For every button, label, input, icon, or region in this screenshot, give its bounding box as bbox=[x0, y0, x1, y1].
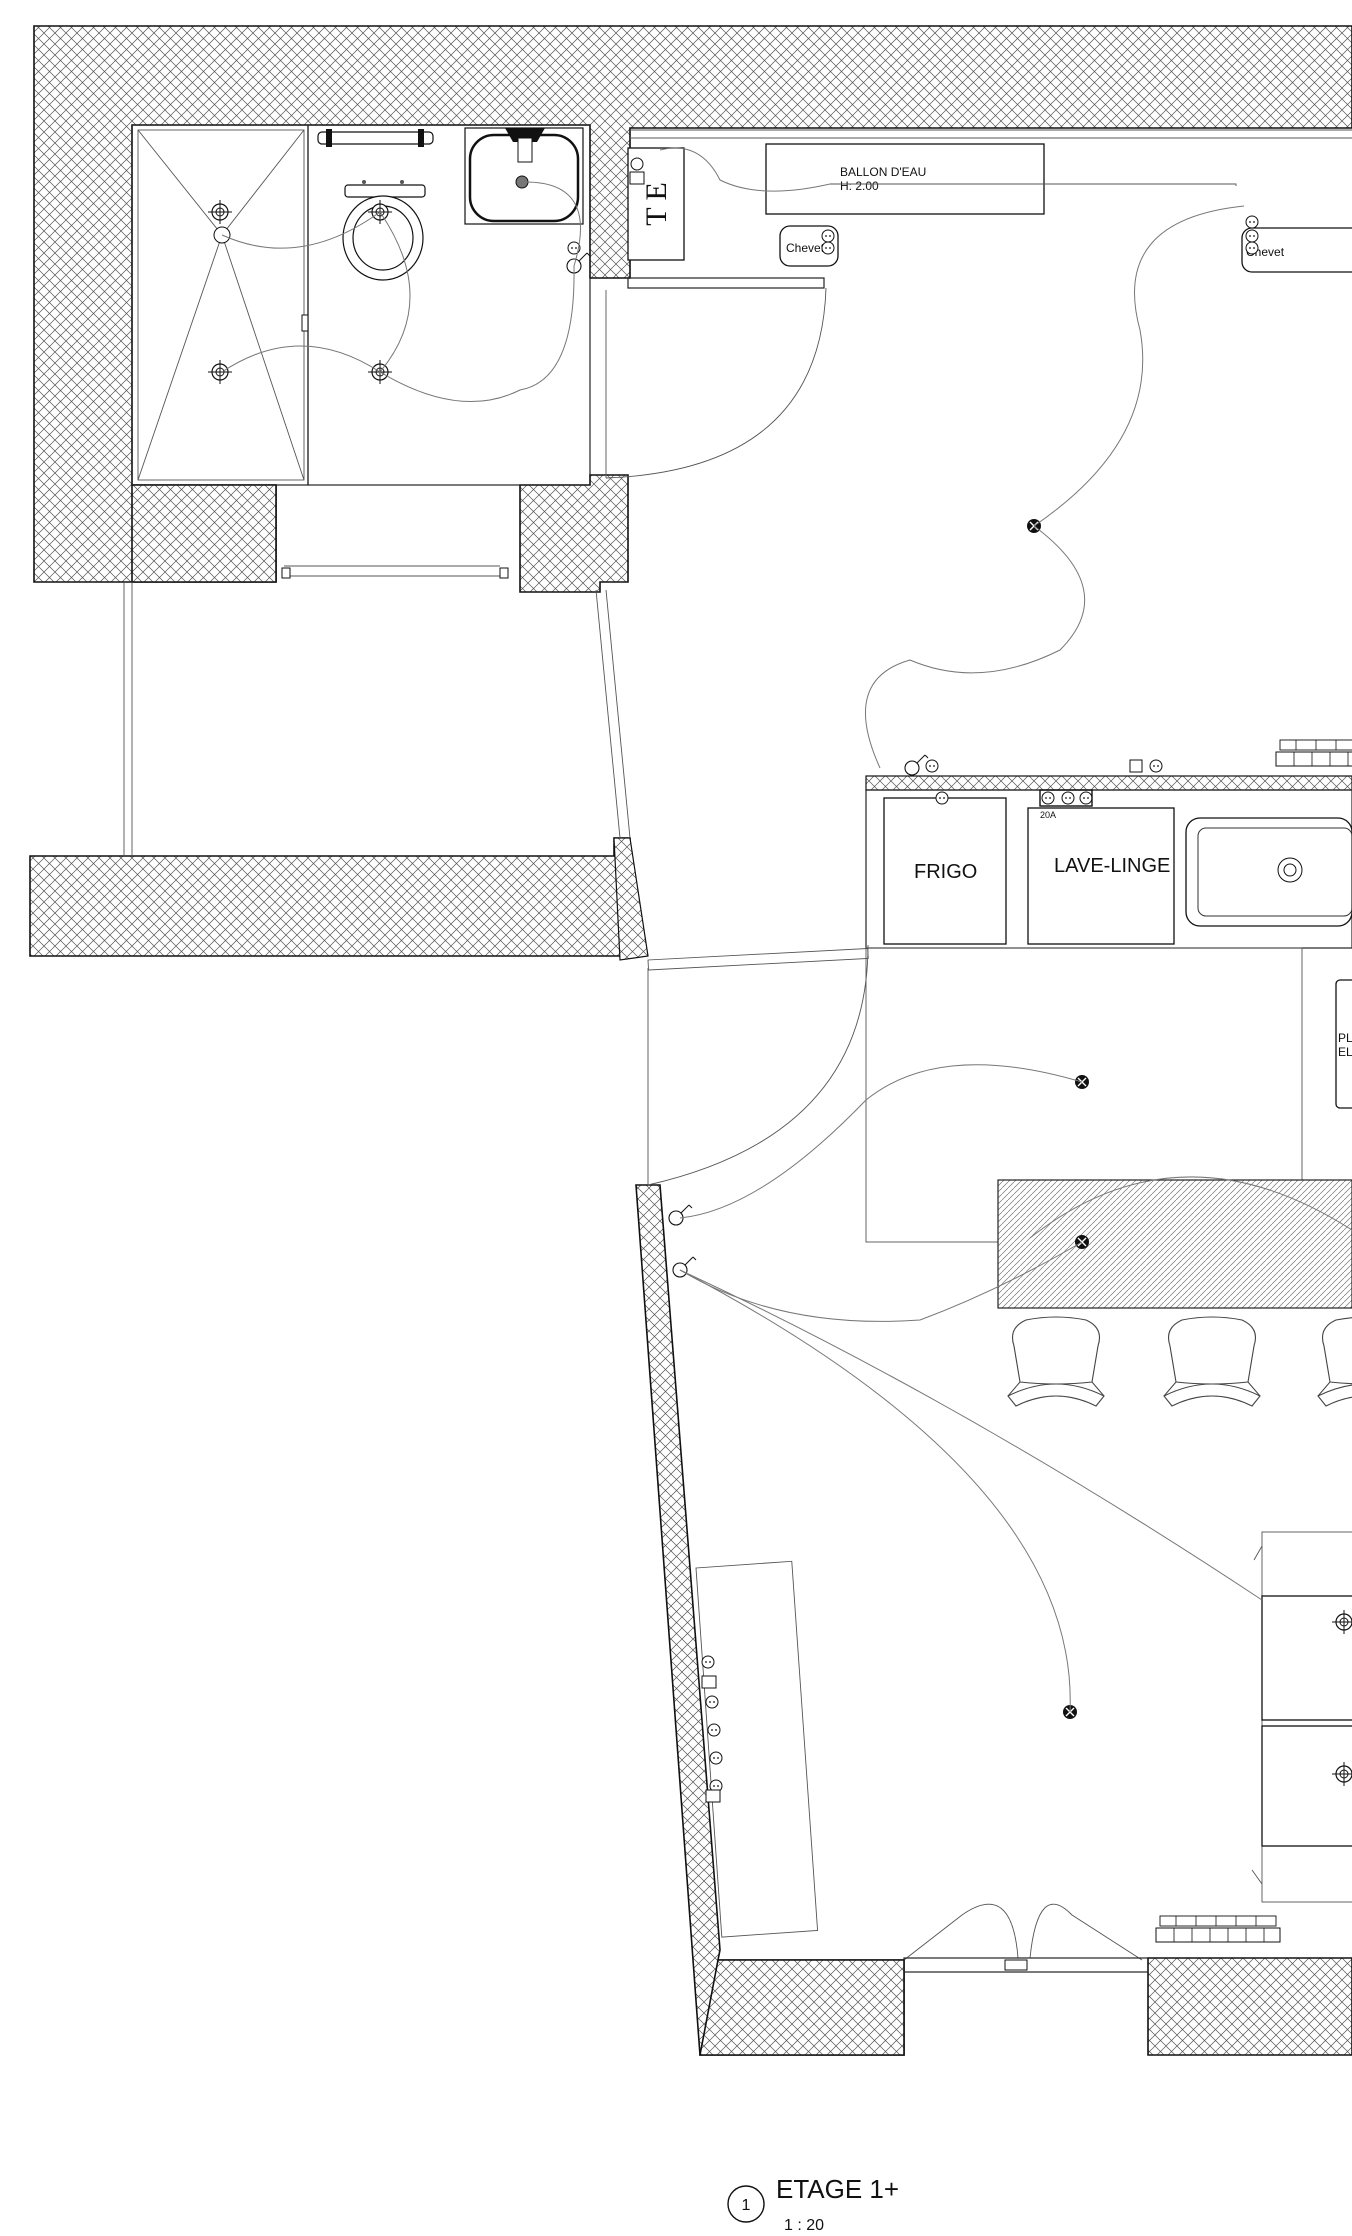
light-shower-bottom bbox=[207, 359, 233, 385]
cooktop-label-2: EL bbox=[1338, 1045, 1352, 1059]
wall-bottom-left bbox=[699, 1959, 905, 2056]
door-kitchen bbox=[647, 944, 869, 1186]
te-label: T E bbox=[640, 182, 673, 226]
switch-kitchen bbox=[904, 754, 929, 776]
kitchen-island bbox=[997, 1179, 1352, 1309]
outlet-chevet-left-2 bbox=[821, 241, 835, 255]
outlet-chevet-left-1 bbox=[821, 229, 835, 243]
washbasin bbox=[464, 127, 584, 225]
water-heater-height: H: 2.00 bbox=[840, 179, 879, 193]
corridor-top-shelf bbox=[627, 277, 825, 289]
bed-partial bbox=[1251, 1531, 1352, 1903]
radiator-kitchen bbox=[1275, 739, 1352, 767]
outlet-wm-1 bbox=[1041, 791, 1055, 805]
wc-room-outline bbox=[307, 124, 591, 486]
switch-corridor-1 bbox=[668, 1204, 693, 1226]
outlet-kitchen-wall bbox=[1149, 759, 1163, 773]
chevet-left-label: Chevet bbox=[786, 241, 825, 255]
bedside-right: Chevet bbox=[1241, 227, 1352, 273]
stool-1 bbox=[1007, 1316, 1105, 1407]
title-block: 1 ETAGE 1+ 1 : 20 bbox=[727, 2174, 899, 2234]
wall-slant-lower bbox=[635, 1184, 905, 2056]
door-bedroom bbox=[605, 287, 827, 479]
stool-2 bbox=[1163, 1316, 1261, 1407]
outlet-corridor bbox=[925, 759, 939, 773]
door-bottom-right bbox=[1029, 1903, 1143, 1961]
outlet-chevet-right-3 bbox=[1245, 241, 1259, 255]
outlet-chevet-right-1 bbox=[1245, 215, 1259, 229]
stool-3 bbox=[1317, 1316, 1352, 1407]
wall-mid-left bbox=[29, 837, 631, 957]
outlet-living-3 bbox=[707, 1723, 721, 1737]
outlet-wm-2 bbox=[1061, 791, 1075, 805]
title-text: ETAGE 1+ bbox=[776, 2174, 899, 2204]
washing-machine-label: LAVE-LINGE bbox=[1054, 855, 1170, 877]
switch-corridor-2 bbox=[672, 1256, 697, 1278]
cooktop-label-1: PL bbox=[1338, 1031, 1352, 1045]
outlet-wm-3 bbox=[1079, 791, 1093, 805]
switch-bathroom bbox=[566, 252, 591, 274]
wall-pillar-right bbox=[519, 474, 629, 593]
cooktop-partial: PL EL bbox=[1335, 979, 1352, 1109]
towel-rail bbox=[317, 129, 434, 147]
water-heater-label: BALLON D'EAU bbox=[840, 165, 926, 179]
washing-machine: LAVE-LINGE bbox=[1027, 807, 1175, 945]
radiator-bottom bbox=[1155, 1915, 1281, 1943]
outlet-fridge bbox=[935, 791, 949, 805]
outlet-20a-label: 20A bbox=[1040, 810, 1056, 820]
door-bottom-left bbox=[903, 1903, 1019, 1961]
bench bbox=[695, 1560, 819, 1938]
title-scale: 1 : 20 bbox=[784, 2217, 824, 2234]
light-shower-top bbox=[207, 199, 233, 225]
title-number: 1 bbox=[742, 2197, 751, 2214]
electrical-panel: T E bbox=[627, 147, 685, 261]
fridge: FRIGO bbox=[883, 797, 1007, 945]
water-heater: BALLON D'EAU H: 2.00 bbox=[765, 143, 1045, 215]
wall-slant-upper bbox=[613, 837, 649, 961]
wall-bottom-right bbox=[1147, 1957, 1352, 2056]
fridge-label: FRIGO bbox=[914, 861, 977, 883]
kitchen-wall-strip bbox=[865, 775, 1352, 791]
outlet-living-4 bbox=[709, 1751, 723, 1765]
outlet-chevet-right-2 bbox=[1245, 229, 1259, 243]
wall-pillar-left bbox=[131, 484, 277, 583]
outlet-living-1 bbox=[701, 1655, 715, 1669]
outlet-living-2 bbox=[705, 1695, 719, 1709]
shower bbox=[131, 124, 309, 486]
toilet bbox=[342, 180, 426, 281]
kitchen-sink bbox=[1185, 817, 1352, 927]
